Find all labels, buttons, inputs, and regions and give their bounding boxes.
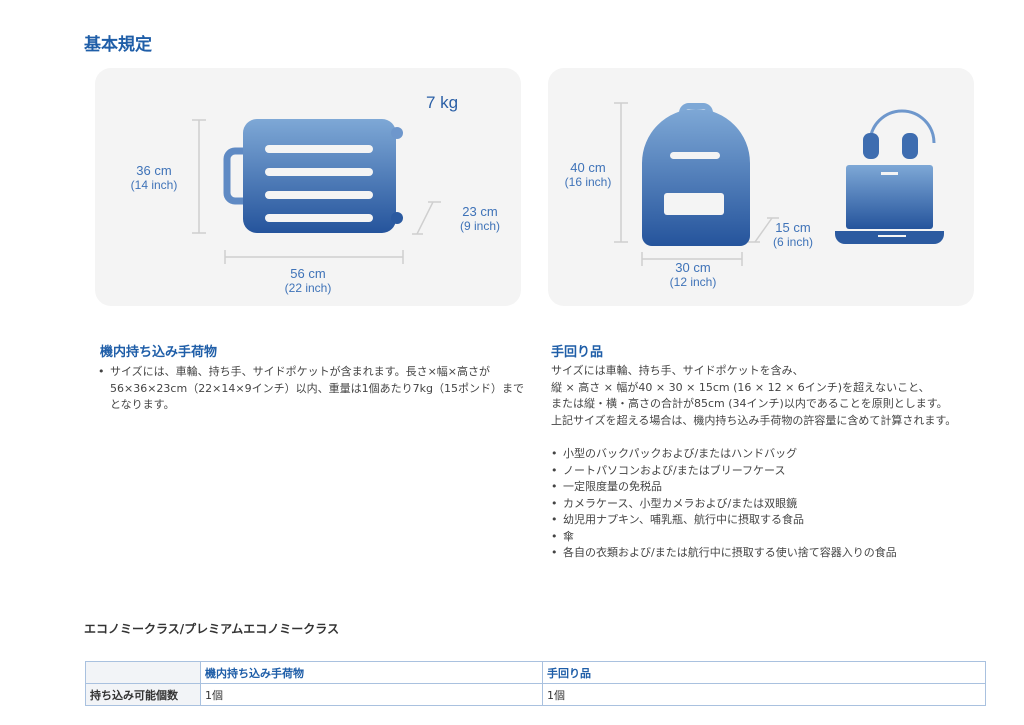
carry-on-rules: サイズには、車輪、持ち手、サイドポケットが含まれます。長さ×幅×高さが56×36…	[96, 364, 526, 414]
carry-on-illustration-card: 7 kg 36 cm(14 inch) 56 cm(22 inch) 23 cm…	[95, 68, 521, 306]
list-item: ノートパソコンおよび/またはブリーフケース	[549, 463, 969, 480]
list-item: カメラケース、小型カメラおよび/または双眼鏡	[549, 496, 969, 513]
personal-item-description: サイズには車輪、持ち手、サイドポケットを含み、 縦 × 高さ × 幅が40 × …	[551, 363, 963, 429]
description-line: 縦 × 高さ × 幅が40 × 30 × 15cm (16 × 12 × 6イン…	[551, 380, 930, 394]
width-cm: 30 cm	[675, 260, 711, 275]
table-header-cell	[85, 661, 201, 684]
depth-inch: (9 inch)	[459, 219, 500, 233]
allowance-table: 機内持ち込み手荷物 手回り品 持ち込み可能個数 1個 1個	[85, 661, 986, 706]
table-cell: 1個	[200, 683, 543, 706]
personal-item-list: 小型のバックパックおよび/またはハンドバッグ ノートパソコンおよび/またはブリー…	[549, 446, 969, 562]
width-inch: (12 inch)	[669, 275, 717, 289]
list-item: 傘	[549, 529, 969, 546]
page-title: 基本規定	[84, 35, 152, 55]
table-row: 持ち込み可能個数 1個 1個	[85, 683, 986, 706]
depth-inch: (6 inch)	[772, 235, 813, 249]
carry-on-heading: 機内持ち込み手荷物	[100, 345, 218, 360]
list-item: 一定限度量の免税品	[549, 479, 969, 496]
height-cm: 40 cm	[570, 160, 606, 175]
list-item: サイズには、車輪、持ち手、サイドポケットが含まれます。長さ×幅×高さが56×36…	[96, 364, 526, 414]
height-inch: (16 inch)	[564, 175, 612, 189]
depth-cm: 15 cm	[775, 220, 811, 235]
width-inch: (22 inch)	[284, 281, 332, 295]
class-heading: エコノミークラス/プレミアムエコノミークラス	[84, 622, 340, 636]
list-item: 各自の衣類および/または航行中に摂取する使い捨て容器入りの食品	[549, 545, 969, 562]
description-line: サイズには車輪、持ち手、サイドポケットを含み、	[551, 364, 804, 377]
list-item: 小型のバックパックおよび/またはハンドバッグ	[549, 446, 969, 463]
table-header-cell: 手回り品	[542, 661, 986, 684]
table-cell: 1個	[542, 683, 986, 706]
suitcase-icon	[192, 119, 441, 264]
height-cm: 36 cm	[136, 163, 172, 178]
width-cm: 56 cm	[290, 266, 326, 281]
backpack-laptop-headphones-icon	[614, 102, 944, 266]
personal-item-illustration-card: 40 cm(16 inch) 30 cm(12 inch) 15 cm(6 in…	[548, 68, 974, 306]
table-header-cell: 機内持ち込み手荷物	[200, 661, 543, 684]
table-row-label: 持ち込み可能個数	[85, 683, 201, 706]
list-item: 幼児用ナプキン、哺乳瓶、航行中に摂取する食品	[549, 512, 969, 529]
weight-limit: 7 kg	[426, 93, 459, 112]
description-line: または縦・横・高さの合計が85cm (34インチ)以内であることを原則とします。	[551, 397, 948, 410]
depth-cm: 23 cm	[462, 204, 498, 219]
description-line: 上記サイズを超える場合は、機内持ち込み手荷物の許容量に含めて計算されます。	[551, 413, 957, 427]
personal-item-heading: 手回り品	[551, 345, 604, 360]
height-inch: (14 inch)	[130, 178, 178, 192]
table-header-row: 機内持ち込み手荷物 手回り品	[85, 661, 986, 684]
